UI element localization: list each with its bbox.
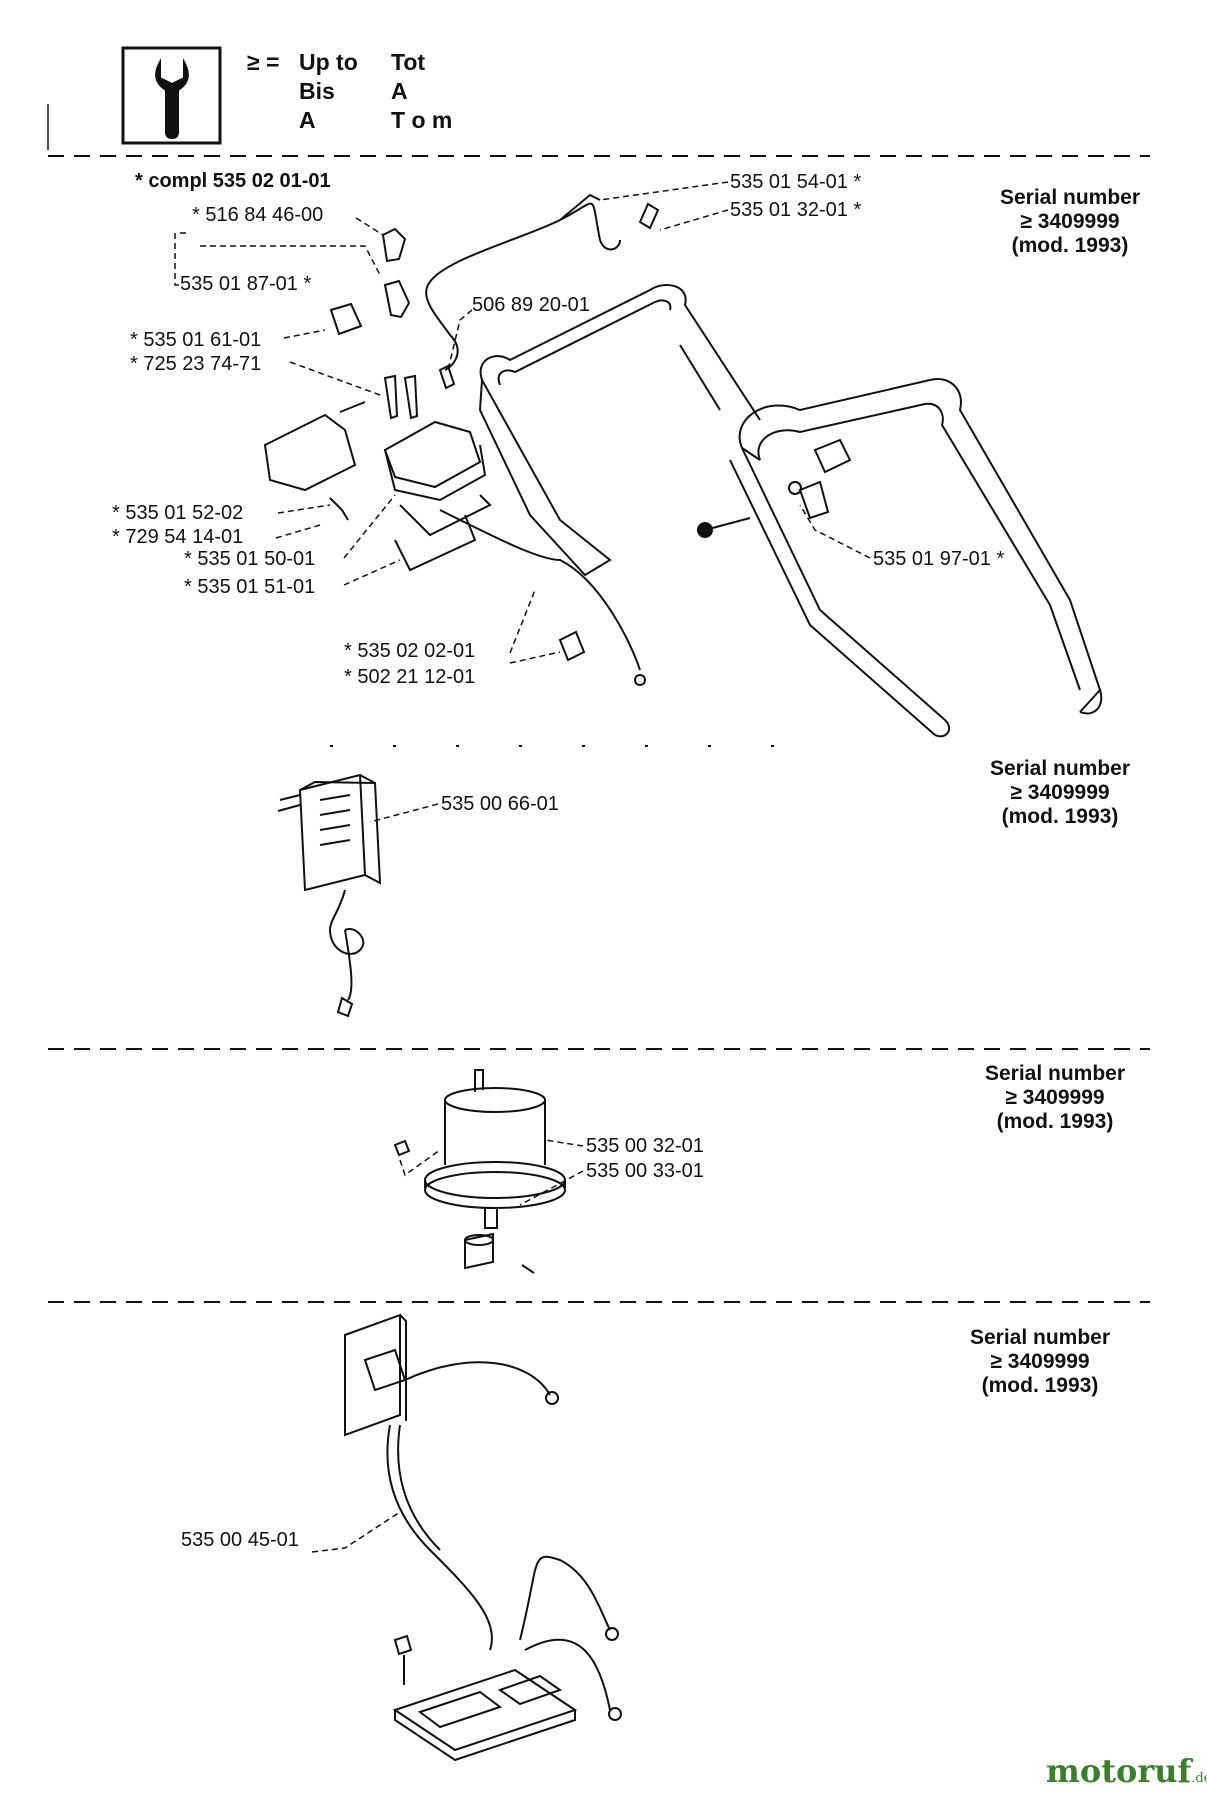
part-label: * 535 01 61-01 — [130, 329, 262, 351]
wrench-icon — [121, 46, 222, 145]
legend-column-2: Tot A T o m — [391, 48, 452, 135]
section2-leader-lines — [369, 803, 439, 823]
brand-name: motoruf — [1046, 1752, 1192, 1790]
serial-number-block: Serial number ≥ 3409999 (mod. 1993) — [970, 186, 1170, 258]
part-label: * 516 84 46-00 — [192, 204, 324, 226]
charger-drawing — [277, 773, 382, 1018]
handle-assembly-drawing — [263, 193, 1103, 738]
serial-line: Serial number — [984, 1062, 1126, 1085]
part-label: 535 00 45-01 — [181, 1529, 299, 1551]
serial-line: (mod. 1993) — [981, 1374, 1099, 1397]
legend-item: Tot — [391, 49, 426, 75]
serial-line: Serial number — [989, 757, 1131, 780]
part-label: * 535 01 51-01 — [184, 576, 316, 598]
brand-watermark: motoruf.de — [1046, 1752, 1207, 1790]
serial-number-block: Serial number ≥ 3409999 (mod. 1993) — [940, 1326, 1140, 1398]
serial-line: Serial number — [999, 186, 1141, 209]
section3-leader-lines — [399, 1139, 584, 1206]
motor-drawing — [393, 1069, 566, 1274]
part-label: 535 00 66-01 — [441, 793, 559, 815]
serial-line: ≥ 3409999 — [1020, 210, 1120, 233]
compl-assembly-label: * compl 535 02 01-01 — [135, 170, 331, 192]
part-label: * 729 54 14-01 — [112, 526, 244, 548]
circuit-board-drawing — [344, 1313, 622, 1762]
part-label: * 502 21 12-01 — [344, 666, 476, 688]
legend-item: Up to — [299, 49, 358, 75]
serial-line: ≥ 3409999 — [990, 1350, 1090, 1373]
serial-line: ≥ 3409999 — [1005, 1086, 1105, 1109]
serial-number-block: Serial number ≥ 3409999 (mod. 1993) — [960, 757, 1160, 829]
serial-line: (mod. 1993) — [996, 1110, 1114, 1133]
part-label: 535 01 32-01 * — [730, 199, 862, 221]
part-label: * 725 23 74-71 — [130, 353, 262, 375]
legend-symbol: ≥ = — [247, 49, 280, 75]
part-label: 535 00 33-01 — [586, 1160, 704, 1182]
part-label: 506 89 20-01 — [472, 294, 590, 316]
part-label: * 535 01 50-01 — [184, 548, 316, 570]
legend-item: T o m — [391, 107, 453, 133]
serial-line: (mod. 1993) — [1001, 805, 1119, 828]
section-divider-lines — [48, 155, 1150, 1303]
section1-leader-lines — [174, 181, 871, 664]
part-label: 535 01 54-01 * — [730, 171, 862, 193]
legend-item: Bis — [299, 78, 335, 104]
serial-line: ≥ 3409999 — [1010, 781, 1110, 804]
serial-number-block: Serial number ≥ 3409999 (mod. 1993) — [955, 1062, 1155, 1134]
part-label: 535 00 32-01 — [586, 1135, 704, 1157]
serial-line: (mod. 1993) — [1011, 234, 1129, 257]
legend-column-1: Up to Bis A — [299, 48, 358, 135]
legend-item: A — [299, 107, 316, 133]
part-label: 535 01 87-01 * — [180, 273, 312, 295]
brand-tld: .de — [1191, 1771, 1207, 1786]
part-label: * 535 02 02-01 — [344, 640, 476, 662]
section4-leader-lines — [311, 1511, 401, 1553]
part-label: * 535 01 52-02 — [112, 502, 244, 524]
part-label: 535 01 97-01 * — [873, 548, 1005, 570]
serial-line: Serial number — [969, 1326, 1111, 1349]
legend-item: A — [391, 78, 408, 104]
